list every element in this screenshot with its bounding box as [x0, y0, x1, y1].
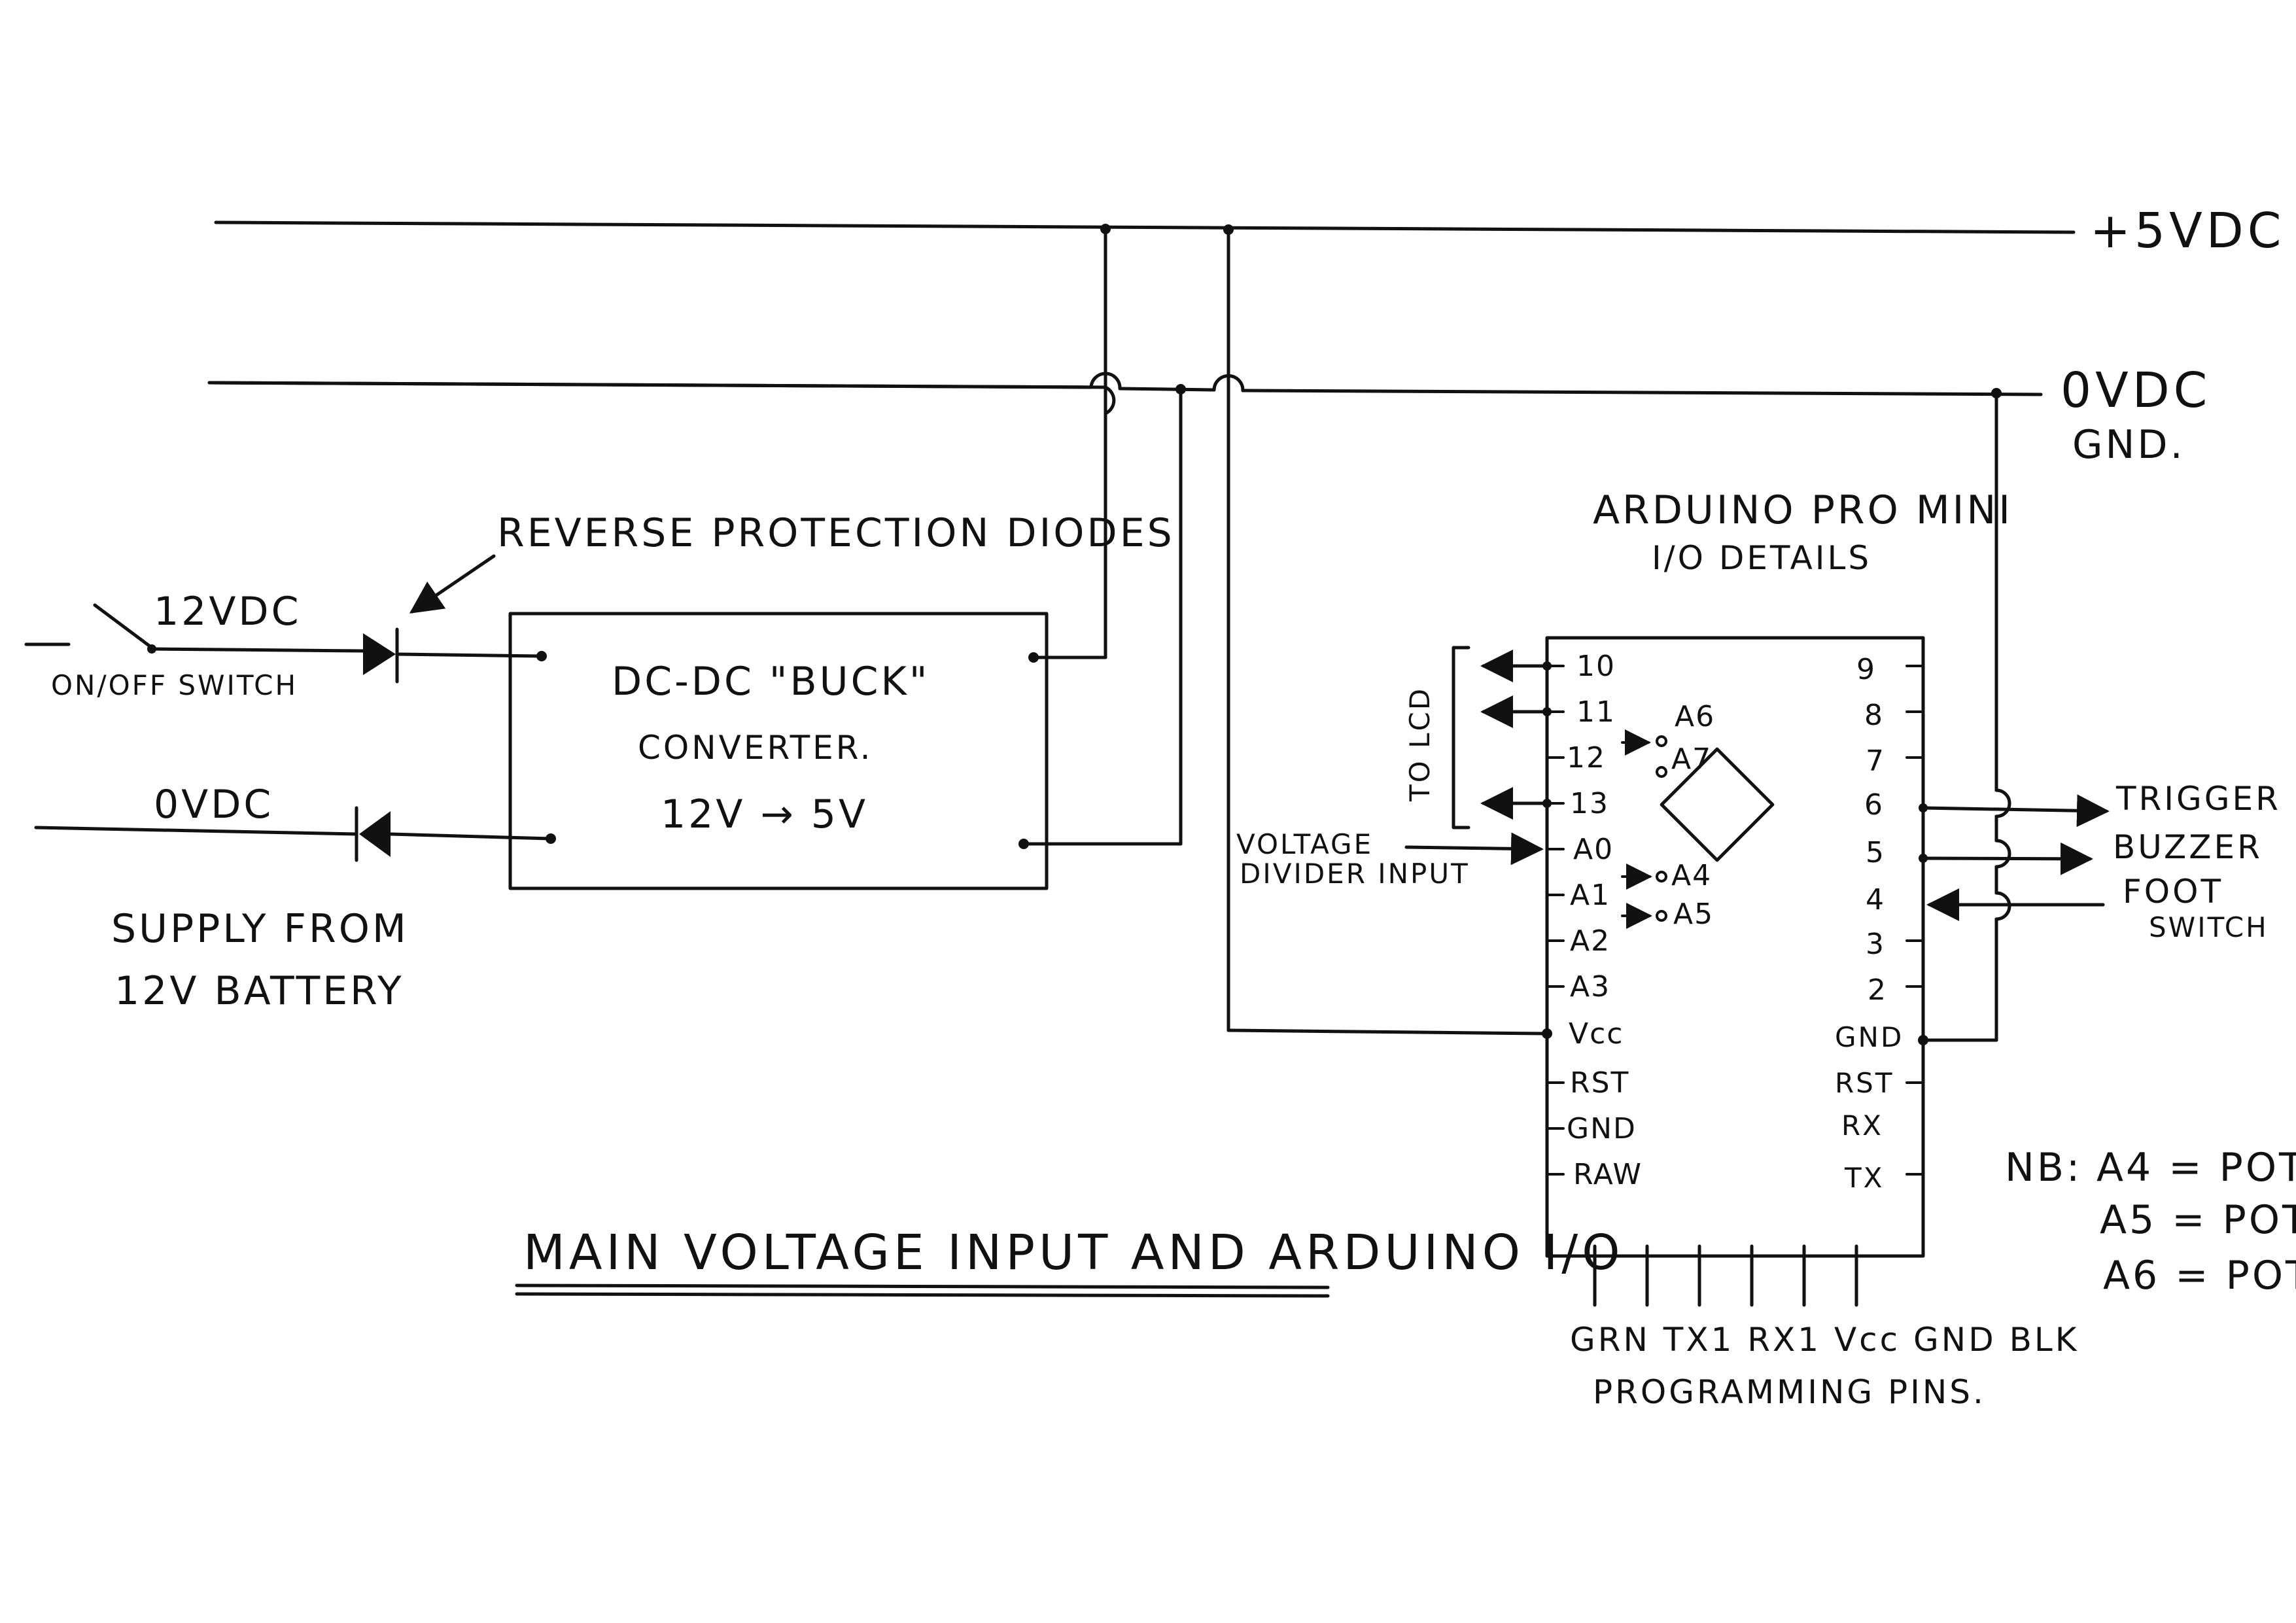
- converter-output-positive-wire: [1032, 227, 1107, 659]
- positive-rail-label: +5VDC: [2090, 203, 2285, 259]
- voltage-divider-label-line2: DIVIDER INPUT: [1240, 858, 1470, 890]
- on-off-switch: [24, 603, 156, 654]
- reverse-protection-diode-ground: [355, 806, 391, 862]
- notes-prefix: NB:: [2005, 1145, 2082, 1191]
- arduino-left-pins: [1546, 665, 1565, 1176]
- lcd-connection-bracket: [1452, 646, 1552, 829]
- voltage-divider-arrow: [1404, 832, 1544, 865]
- pin-4: 4: [1866, 883, 1885, 916]
- ground-0v-rail: [207, 372, 2043, 415]
- pin-raw: RAW: [1573, 1158, 1643, 1191]
- ground-diode-to-converter-wire: [389, 832, 553, 841]
- title-underline-2: [515, 1292, 1330, 1298]
- buzzer-label: BUZZER: [2113, 828, 2263, 866]
- programming-pin-names: GRN TX1 RX1 Vcc GND BLK: [1570, 1321, 2079, 1359]
- pin-a2: A2: [1570, 924, 1610, 958]
- note-a4: A4 = POT 1: [2096, 1145, 2296, 1191]
- pin-a0: A0: [1573, 833, 1614, 866]
- trigger-label: TRIGGER: [2115, 780, 2281, 818]
- inner-analog-pads: [1621, 729, 1667, 929]
- voltage-divider-label-line1: VOLTAGE: [1236, 828, 1373, 860]
- converter-label-line1: DC-DC "BUCK": [612, 659, 930, 705]
- ground-input-label: 0VDC: [154, 782, 273, 828]
- pin-3: 3: [1866, 928, 1885, 961]
- buzzer-output: [1919, 842, 2093, 875]
- arduino-board: [1545, 636, 1925, 1258]
- diagram-title: MAIN VOLTAGE INPUT AND ARDUINO I/O: [523, 1225, 1624, 1281]
- pad-a6: A6: [1675, 700, 1715, 733]
- programming-pins-label: PROGRAMMING PINS.: [1593, 1373, 1986, 1411]
- pin-a3: A3: [1570, 970, 1610, 1003]
- ground-input-wire: [34, 826, 358, 836]
- pin-gnd-right: GND: [1835, 1021, 1904, 1053]
- pin-vcc: Vcc: [1569, 1017, 1624, 1051]
- pin-6: 6: [1864, 788, 1884, 822]
- switch-label: ON/OFF SWITCH: [51, 669, 298, 701]
- foot-switch-label-line2: SWITCH: [2149, 911, 2269, 943]
- pad-a5: A5: [1673, 898, 1714, 931]
- microcontroller-chip: [1660, 747, 1775, 862]
- pin-10: 10: [1576, 650, 1616, 683]
- battery-source-line2: 12V BATTERY: [114, 968, 404, 1014]
- pin-2: 2: [1868, 973, 1887, 1007]
- diodes-label: REVERSE PROTECTION DIODES: [497, 510, 1175, 556]
- battery-source-line1: SUPPLY FROM: [111, 906, 409, 952]
- pin-tx: TX: [1844, 1162, 1884, 1194]
- pin-rst-right: RST: [1835, 1067, 1894, 1099]
- note-a5: A5 = POT 2: [2100, 1197, 2296, 1243]
- positive-input-wire: [150, 647, 365, 653]
- reverse-protection-diode-positive: [363, 627, 399, 684]
- foot-switch-label-line1: FOOT: [2123, 873, 2223, 911]
- converter-label-line2: CONVERTER.: [638, 729, 873, 767]
- pin-7: 7: [1866, 744, 1885, 778]
- pin-rst-left: RST: [1570, 1066, 1629, 1100]
- pad-a7: A7: [1671, 742, 1712, 776]
- pin-12: 12: [1567, 741, 1606, 775]
- positive-5v-rail: [214, 220, 2076, 235]
- pin-8: 8: [1864, 699, 1884, 732]
- buck-converter-box: [508, 612, 1049, 890]
- arduino-title-line1: ARDUINO PRO MINI: [1593, 487, 2013, 533]
- converter-output-ground-wire: [1022, 387, 1183, 846]
- converter-label-line3: 12V → 5V: [661, 792, 868, 837]
- arduino-title-line2: I/O DETAILS: [1652, 539, 1871, 577]
- supply-voltage-label: 12VDC: [154, 589, 302, 635]
- pin-13: 13: [1570, 787, 1609, 820]
- to-lcd-label: TO LCD: [1404, 687, 1436, 802]
- pin-9: 9: [1856, 653, 1876, 686]
- programming-pin-header: [1593, 1244, 1858, 1307]
- trigger-output: [1919, 794, 2110, 828]
- pin-5: 5: [1866, 836, 1885, 869]
- title-underline-1: [515, 1283, 1330, 1289]
- ground-rail-label: 0VDC: [2061, 362, 2211, 419]
- diode-to-converter-wire: [395, 652, 544, 658]
- diodes-pointer-arrow: [409, 554, 496, 614]
- pin-gnd-left: GND: [1567, 1112, 1637, 1145]
- pin-rx: RX: [1841, 1109, 1883, 1142]
- pin-a1: A1: [1570, 879, 1610, 912]
- pin-11: 11: [1576, 695, 1616, 729]
- arduino-right-pins: [1905, 665, 1924, 1176]
- gnd-label: GND.: [2072, 422, 2185, 468]
- vcc-supply-wire: [1226, 228, 1552, 1039]
- pad-a4: A4: [1671, 859, 1712, 892]
- note-a6: A6 = POT 3: [2103, 1253, 2296, 1299]
- arduino-ground-wire: [1918, 391, 2011, 1045]
